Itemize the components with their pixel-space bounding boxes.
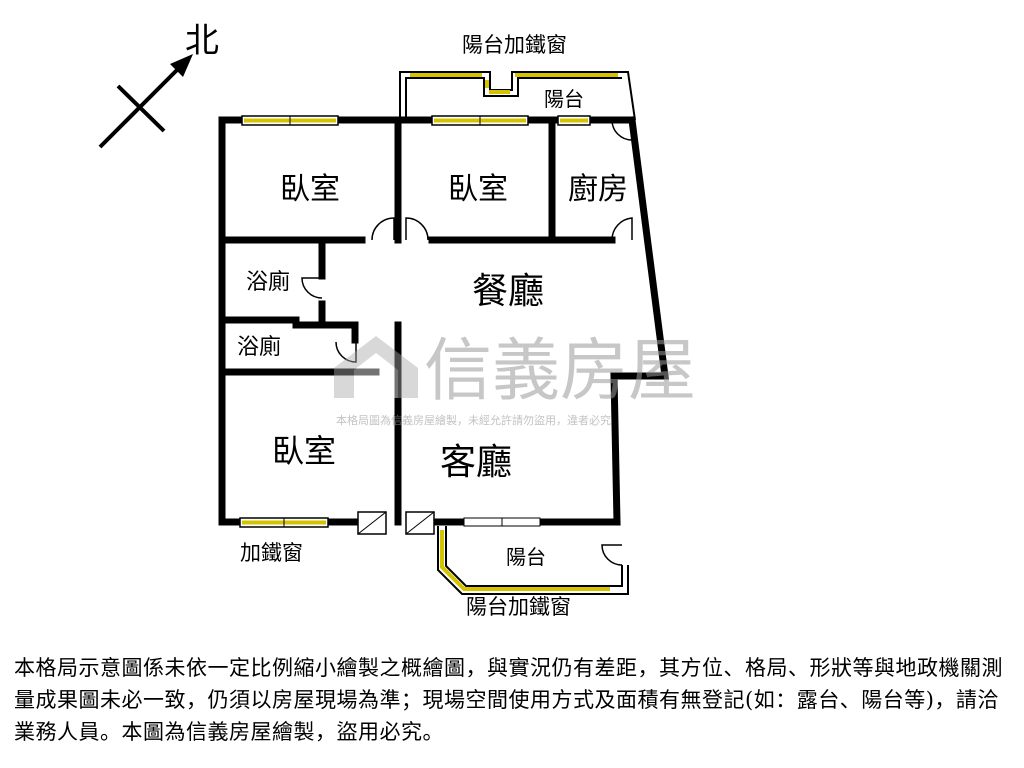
door-kitchen: [611, 217, 633, 241]
doors: [301, 119, 633, 566]
room-kitchen: 廚房: [568, 172, 628, 207]
watermark-notice: 本格局圖為信義房屋繪製，未經允許請勿盜用，違者必究: [336, 413, 611, 427]
room-dining: 餐廳: [472, 271, 544, 312]
watermark-brand: 信義房屋: [424, 332, 696, 411]
door-bath-upper: [301, 277, 323, 299]
watermark: 信義房屋 本格局圖為信義房屋繪製，未經允許請勿盜用，違者必究: [334, 332, 696, 427]
room-bedroom-top-mid: 臥室: [448, 172, 508, 207]
bottom-balcony: [437, 526, 629, 595]
compass-arrow: [98, 60, 187, 149]
room-labels: 臥室 臥室 廚房 浴廁 浴廁 餐廳 臥室 客廳: [237, 172, 628, 483]
annotation-labels: 陽台加鐵窗 陽台 加鐵窗 陽台 陽台加鐵窗: [240, 33, 584, 619]
disclaimer-text: 本格局示意圖係未依一定比例縮小繪製之概繪圖，與實況仍有差距，其方位、格局、形狀等…: [14, 656, 1003, 744]
compass: 北: [98, 21, 219, 149]
vent-box-left: [357, 511, 387, 535]
door-balcony-bottom: [601, 544, 623, 566]
room-bath-upper: 浴廁: [246, 270, 290, 295]
label-balcony-bottom: 陽台: [506, 545, 546, 569]
room-bedroom-bottom-left: 臥室: [272, 432, 336, 470]
floor-plan: 北: [98, 21, 696, 619]
room-living: 客廳: [440, 442, 512, 483]
label-balcony-top-window: 陽台加鐵窗: [462, 33, 567, 57]
top-balcony: [399, 71, 636, 121]
compass-arrowhead: [170, 54, 193, 77]
label-window-bottom-left: 加鐵窗: [240, 541, 303, 565]
windows-bottom: [239, 511, 541, 535]
watermark-logo-icon: [334, 336, 418, 398]
label-balcony-bottom-window: 陽台加鐵窗: [466, 595, 571, 619]
door-kitchen-balcony: [611, 119, 633, 141]
door-bedroom-left: [371, 217, 395, 241]
compass-cross: [116, 84, 166, 133]
door-bedroom-mid: [405, 217, 429, 241]
vent-box-right: [405, 511, 435, 535]
door-bath-lower: [335, 341, 357, 363]
sliding-door: [463, 517, 541, 527]
label-balcony-top: 陽台: [544, 87, 584, 111]
room-bath-lower: 浴廁: [237, 335, 281, 360]
north-label: 北: [185, 21, 219, 61]
windows-top: [241, 115, 591, 126]
room-bedroom-top-left: 臥室: [280, 172, 340, 207]
interior-walls: [218, 116, 616, 526]
